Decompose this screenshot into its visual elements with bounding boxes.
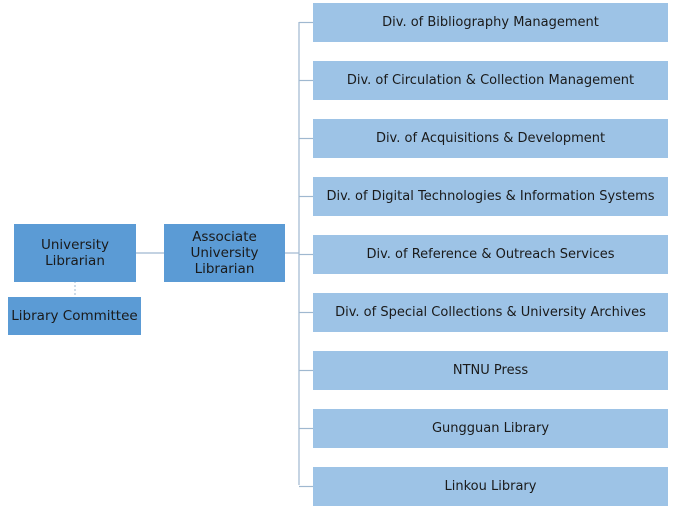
division-box: Gungguan Library bbox=[313, 409, 668, 448]
library-committee-label: Library Committee bbox=[11, 308, 138, 324]
library-committee-box: Library Committee bbox=[8, 297, 141, 335]
division-label: Div. of Bibliography Management bbox=[382, 14, 599, 30]
division-label: Div. of Special Collections & University… bbox=[335, 304, 646, 320]
university-librarian-label: University Librarian bbox=[40, 237, 110, 269]
division-box: Div. of Circulation & Collection Managem… bbox=[313, 61, 668, 100]
division-box: Div. of Special Collections & University… bbox=[313, 293, 668, 332]
division-box: Div. of Digital Technologies & Informati… bbox=[313, 177, 668, 216]
division-label: NTNU Press bbox=[452, 362, 529, 378]
connector-branches bbox=[299, 21, 313, 488]
division-box: Div. of Reference & Outreach Services bbox=[313, 235, 668, 274]
division-box: NTNU Press bbox=[313, 351, 668, 390]
division-label: Div. of Acquisitions & Development bbox=[375, 130, 606, 146]
division-label: Div. of Digital Technologies & Informati… bbox=[326, 188, 655, 204]
university-librarian-box: University Librarian bbox=[14, 224, 136, 282]
division-label: Gungguan Library bbox=[431, 420, 550, 436]
associate-university-librarian-label: Associate University Librarian bbox=[190, 229, 259, 277]
division-label: Div. of Circulation & Collection Managem… bbox=[346, 72, 635, 88]
associate-university-librarian-box: Associate University Librarian bbox=[164, 224, 285, 282]
division-box: Div. of Acquisitions & Development bbox=[313, 119, 668, 158]
division-label: Div. of Reference & Outreach Services bbox=[366, 246, 615, 262]
division-box: Linkou Library bbox=[313, 467, 668, 506]
division-box: Div. of Bibliography Management bbox=[313, 3, 668, 42]
division-label: Linkou Library bbox=[444, 478, 537, 494]
